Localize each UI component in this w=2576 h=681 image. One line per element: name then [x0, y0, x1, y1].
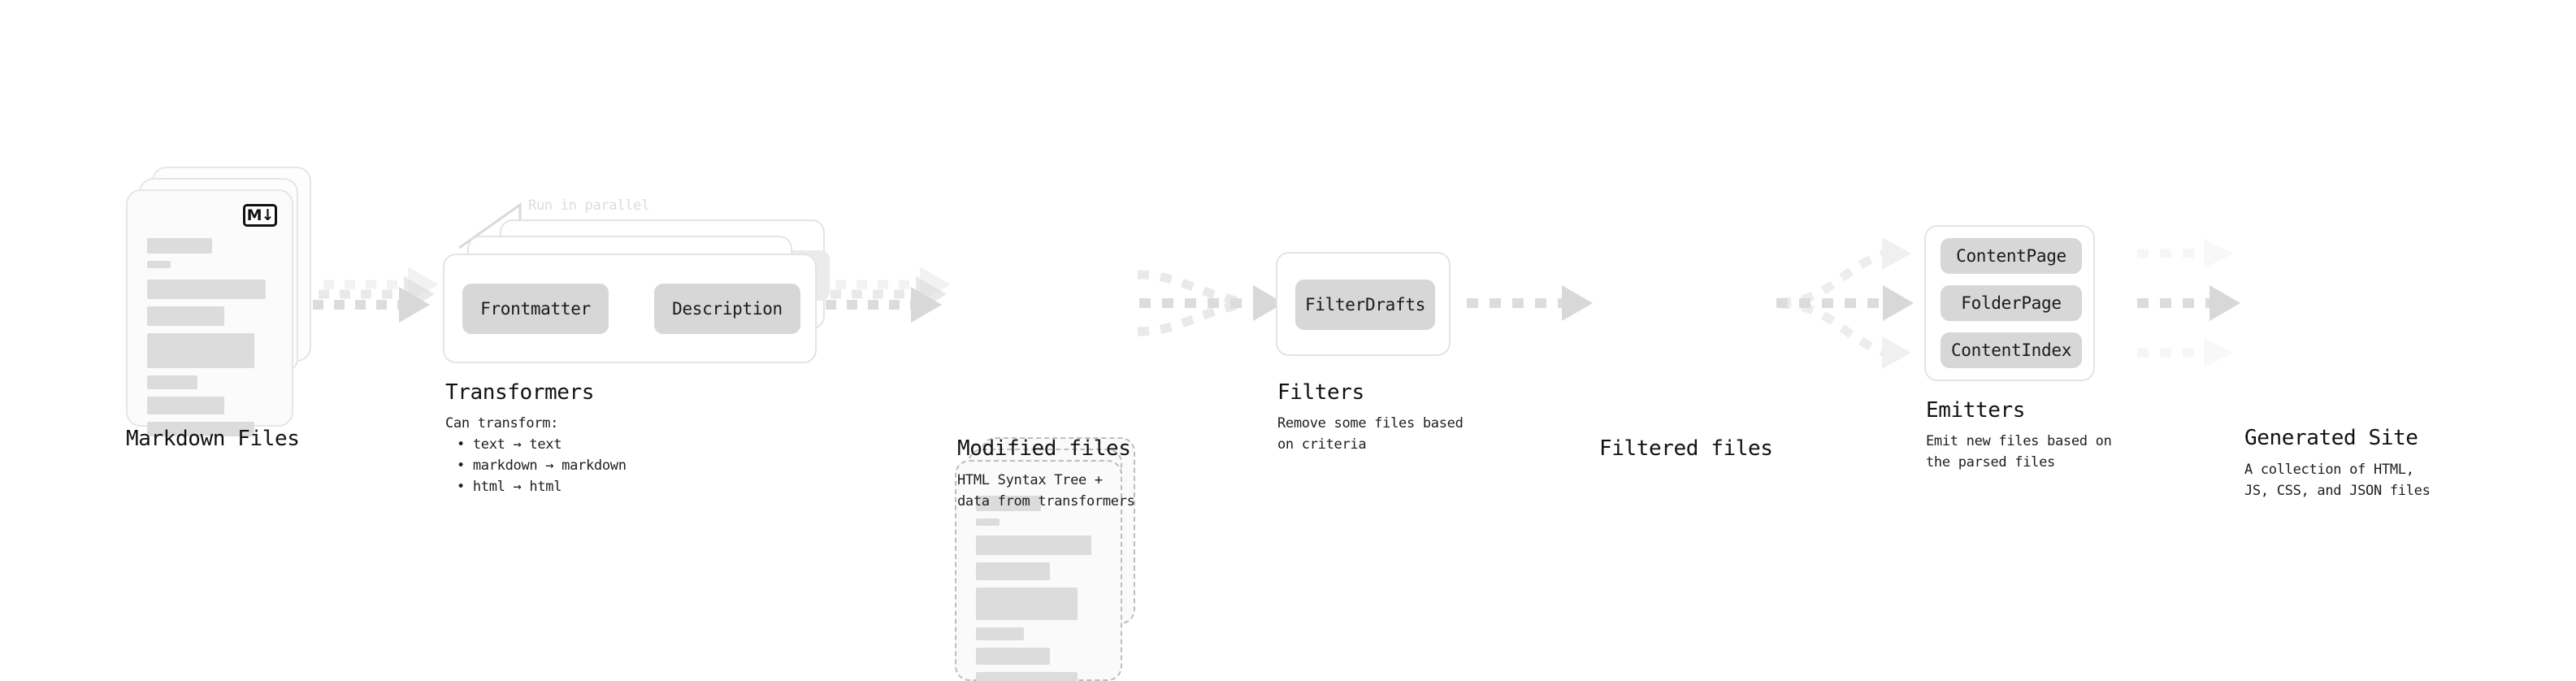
filter-pill-filterdrafts[interactable]: FilterDrafts	[1295, 280, 1435, 330]
transformers-group-stack: x x x x Frontmatter Description	[443, 219, 833, 366]
arrow-filtered-to-emitters	[1776, 237, 1914, 369]
generated-site-title: Generated Site	[2244, 426, 2418, 450]
run-in-parallel-label: Run in parallel	[528, 197, 650, 214]
filters-title: Filters	[1277, 380, 1364, 405]
markdown-card-front: M↓	[126, 189, 293, 436]
emitters-title: Emitters	[1926, 398, 2026, 423]
transformers-bullet-1: • markdown → markdown	[457, 458, 627, 474]
transformers-title: Transformers	[445, 380, 595, 405]
markdown-files-card-stack: M↓	[126, 167, 337, 436]
generated-site-subtitle: A collection of HTML, JS, CSS, and JSON …	[2244, 462, 2431, 499]
emitter-pill-contentpage[interactable]: ContentPage	[1941, 238, 2082, 274]
arrow-filters-to-filtered	[1467, 285, 1593, 321]
transformers-subtitle: Can transform:	[445, 415, 559, 432]
arrow-emitters-to-site	[2137, 239, 2240, 367]
transformer-pill-frontmatter[interactable]: Frontmatter	[462, 284, 609, 334]
transformers-bullet-2: • html → html	[457, 479, 562, 495]
modified-files-card-stack	[955, 437, 1158, 681]
filtered-files-title: Filtered files	[1599, 436, 1773, 461]
modified-card-skeleton	[976, 496, 1101, 681]
markdown-badge-icon: M↓	[243, 204, 277, 227]
arrow-transformers-to-modified	[826, 267, 951, 323]
markdown-card-skeleton	[147, 238, 272, 444]
transformers-box-front[interactable]: Frontmatter Description	[443, 254, 817, 363]
modified-files-title: Modified files	[957, 436, 1131, 461]
transformers-bullet-0: • text → text	[457, 436, 562, 453]
modified-card-front	[955, 460, 1122, 681]
emitter-pill-contentindex[interactable]: ContentIndex	[1941, 332, 2082, 368]
emitters-subtitle: Emit new files based on the parsed files	[1926, 433, 2112, 471]
arrow-modified-to-filters	[1137, 270, 1284, 336]
markdown-files-title: Markdown Files	[126, 427, 300, 451]
emitter-pill-folderpage[interactable]: FolderPage	[1941, 285, 2082, 321]
emitters-box[interactable]: ContentPage FolderPage ContentIndex	[1924, 225, 2095, 381]
transformers-bullet-list: • text → text • markdown → markdown • ht…	[445, 434, 627, 497]
filters-subtitle: Remove some files based on criteria	[1277, 415, 1464, 453]
filters-box[interactable]: FilterDrafts	[1276, 252, 1451, 356]
modified-files-subtitle: HTML Syntax Tree + data from transformer…	[957, 472, 1135, 510]
transformer-pill-description[interactable]: Description	[654, 284, 800, 334]
